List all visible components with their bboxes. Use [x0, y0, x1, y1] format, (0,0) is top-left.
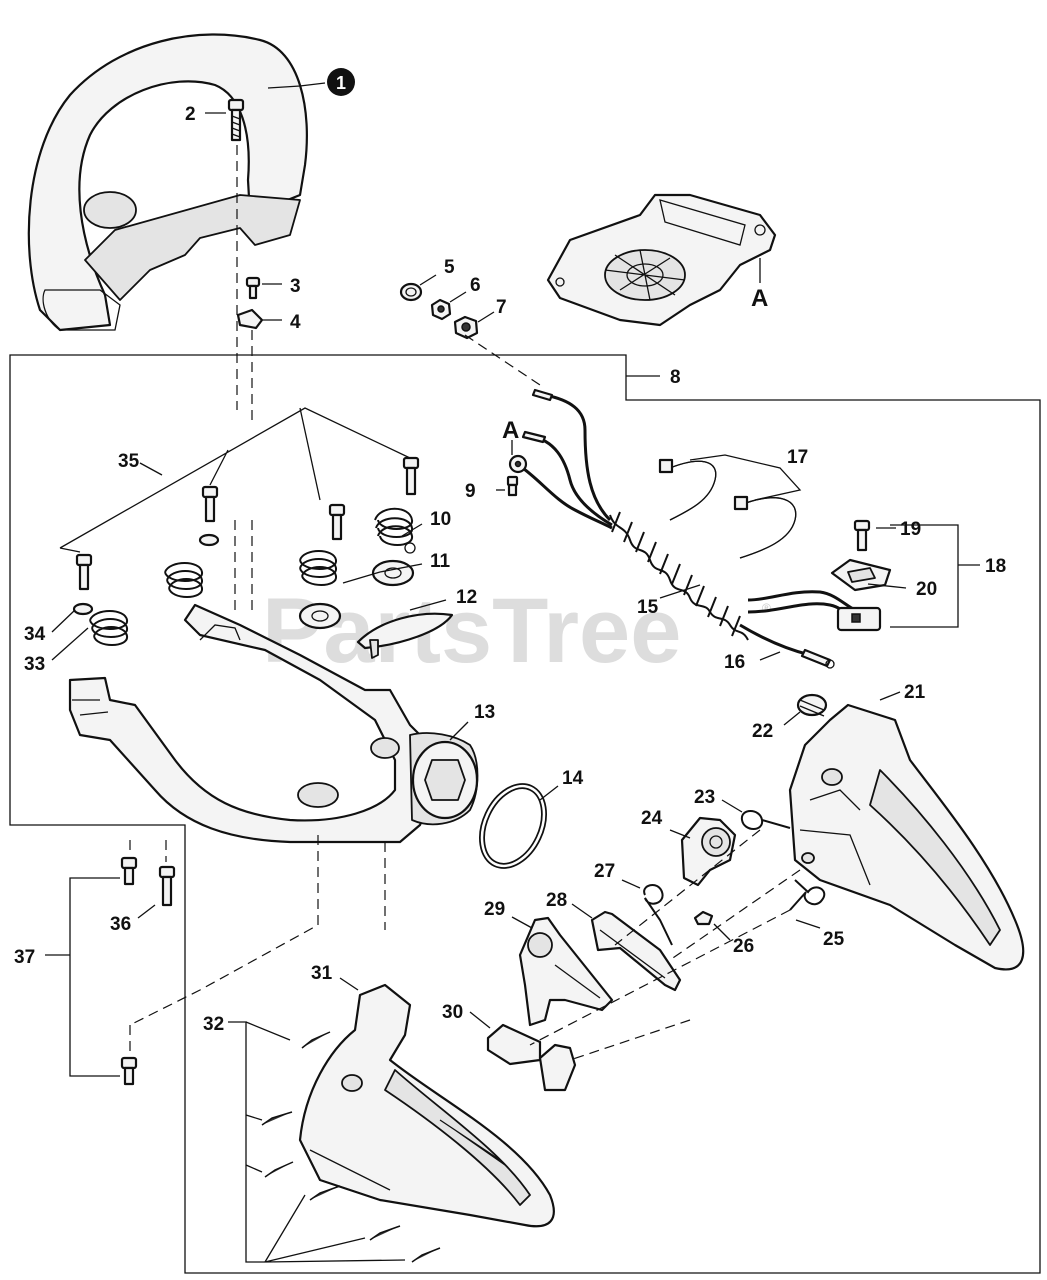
- callout-35: 35: [118, 451, 140, 472]
- bolt-part-35-c[interactable]: [201, 485, 219, 523]
- callout-6: 6: [470, 275, 481, 296]
- screw-part-37-b[interactable]: [120, 1056, 138, 1086]
- washer-part-34-a[interactable]: [198, 533, 220, 547]
- callout-11: 11: [430, 551, 451, 572]
- callout-3: 3: [290, 276, 301, 297]
- callout-16: 16: [724, 652, 745, 673]
- callout-33: 33: [24, 654, 45, 675]
- callout-13: 13: [474, 702, 495, 723]
- spring-part-27[interactable]: [643, 884, 673, 946]
- callout-4: 4: [290, 312, 301, 333]
- screw-part-37-a[interactable]: [120, 856, 138, 886]
- screw-part-32-e[interactable]: [369, 1225, 401, 1241]
- wiring-harness-part-15[interactable]: [508, 388, 882, 641]
- screw-part-32-b[interactable]: [261, 1111, 293, 1126]
- callout-5: 5: [444, 257, 455, 278]
- callout-10: 10: [430, 509, 451, 530]
- assembly-8-box: [9, 354, 1041, 1274]
- screw-part-32-a[interactable]: [301, 1031, 331, 1049]
- callout-2: 2: [185, 104, 196, 125]
- damper-part-11-ring[interactable]: [371, 559, 415, 587]
- callout-21: 21: [904, 682, 926, 703]
- callout-29: 29: [484, 899, 505, 920]
- callout-12: 12: [456, 587, 477, 608]
- callout-31: 31: [311, 963, 333, 984]
- spring-part-34b[interactable]: [164, 562, 203, 598]
- callout-30: 30: [442, 1002, 463, 1023]
- callout-24: 24: [641, 808, 663, 829]
- front-handle-bar[interactable]: [27, 33, 308, 332]
- spring-ring-part-5[interactable]: [399, 282, 423, 302]
- callout-34: 34: [24, 624, 46, 645]
- lock-part-24[interactable]: [680, 816, 737, 887]
- cable-tie-part-17[interactable]: [658, 458, 797, 559]
- lever-part-30[interactable]: [486, 1023, 577, 1092]
- reference-letter-a-harness: A: [502, 417, 519, 444]
- screw-part-32-d[interactable]: [309, 1185, 341, 1201]
- screw-part-9[interactable]: [506, 475, 519, 497]
- washer-part-12[interactable]: [298, 602, 342, 630]
- callout-18: 18: [985, 556, 1006, 577]
- nut-part-7[interactable]: [453, 315, 479, 340]
- throttle-lever-part-28[interactable]: [590, 910, 682, 992]
- callout-26: 26: [733, 936, 754, 957]
- throttle-trigger-part-29[interactable]: [518, 916, 614, 1027]
- cable-part-16[interactable]: [739, 623, 835, 669]
- spring-part-25[interactable]: [789, 879, 826, 911]
- engine-housing-reference-a: [546, 193, 777, 327]
- callout-15: 15: [637, 597, 659, 618]
- screw-part-19[interactable]: [853, 519, 871, 552]
- rear-handle-frame-part-13[interactable]: [68, 603, 479, 844]
- callout-14: 14: [562, 768, 584, 789]
- plate-part-4[interactable]: [236, 308, 264, 330]
- callout-27: 27: [594, 861, 615, 882]
- screw-part-3[interactable]: [245, 276, 261, 300]
- callout-1: 1: [336, 73, 346, 93]
- spring-part-33[interactable]: [89, 610, 128, 646]
- screw-part-2[interactable]: [227, 98, 245, 142]
- nut-part-6[interactable]: [430, 298, 452, 321]
- reference-letter-a-top: A: [751, 285, 768, 312]
- switch-part-20[interactable]: [830, 558, 892, 592]
- bolt-part-35-d[interactable]: [75, 553, 93, 591]
- callout-23: 23: [694, 787, 715, 808]
- callout-28: 28: [546, 890, 567, 911]
- cover-part-12[interactable]: [356, 612, 454, 659]
- callout-22: 22: [752, 721, 773, 742]
- spring-part-11[interactable]: [299, 550, 337, 586]
- screw-part-32-f[interactable]: [411, 1247, 441, 1263]
- clip-part-26[interactable]: [693, 910, 714, 926]
- watermark: PartsTree: [262, 580, 681, 682]
- callout-37: 37: [14, 947, 35, 968]
- handle-housing-part-31[interactable]: [298, 983, 555, 1228]
- callout-9: 9: [465, 481, 476, 502]
- callout-17: 17: [787, 447, 808, 468]
- callout-1-badge: [327, 68, 355, 96]
- watermark-mark: ®: [762, 601, 771, 615]
- callout-19: 19: [900, 519, 921, 540]
- callout-36: 36: [110, 914, 131, 935]
- screw-part-36[interactable]: [158, 865, 176, 907]
- spring-part-10[interactable]: [374, 507, 416, 554]
- handle-housing-part-21[interactable]: [788, 703, 1025, 971]
- washer-part-34-b[interactable]: [72, 602, 94, 616]
- callout-32: 32: [203, 1014, 224, 1035]
- bolt-part-35-b[interactable]: [328, 503, 346, 541]
- callout-25: 25: [823, 929, 845, 950]
- callout-8: 8: [670, 367, 681, 388]
- spring-part-23[interactable]: [740, 810, 791, 830]
- grommet-part-22[interactable]: [796, 693, 828, 717]
- callout-20: 20: [916, 579, 937, 600]
- callout-7: 7: [496, 297, 507, 318]
- screw-part-32-c[interactable]: [264, 1161, 294, 1178]
- bolt-part-35-a[interactable]: [402, 456, 420, 496]
